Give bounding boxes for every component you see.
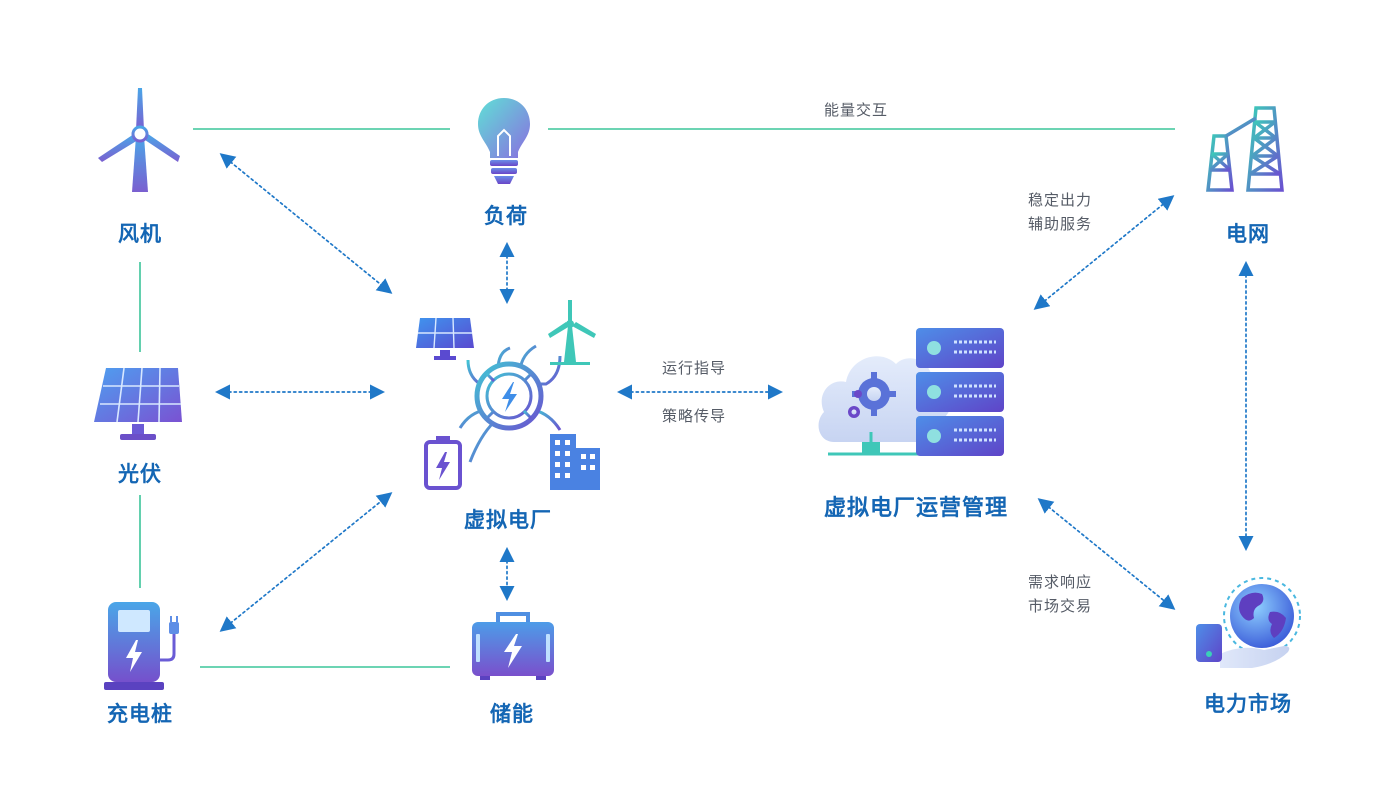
ops-link-note-top: 运行指导 — [662, 359, 727, 377]
vpp-operations-server-icon — [818, 328, 1004, 456]
grid-services-note: 稳定出力 辅助服务 — [1028, 188, 1092, 236]
solar-label: 光伏 — [118, 462, 162, 486]
light-bulb-icon — [478, 98, 530, 184]
energy-exchange-note: 能量交互 — [824, 101, 889, 119]
vpp-label: 虚拟电厂 — [464, 508, 552, 532]
dotted-links — [214, 153, 1254, 632]
wind-vpp-arrow — [219, 153, 393, 294]
market-services-line-2: 市场交易 — [1028, 597, 1093, 615]
wind-turbine-icon — [98, 88, 180, 192]
ops-link-note-bottom: 策略传导 — [662, 407, 727, 425]
grid-label: 电网 — [1226, 222, 1270, 246]
market-services-line-1: 需求响应 — [1028, 573, 1093, 591]
load-label: 负荷 — [484, 204, 528, 228]
grid-services-line-2: 辅助服务 — [1028, 215, 1093, 233]
market-label: 电力市场 — [1204, 692, 1292, 716]
grid-services-line-1: 稳定出力 — [1028, 191, 1093, 209]
market-services-note: 需求响应 市场交易 — [1028, 570, 1092, 618]
charger-vpp-arrow — [219, 492, 393, 632]
globe-in-hand-icon — [1196, 577, 1301, 668]
ops-grid-arrow — [1033, 195, 1175, 310]
battery-storage-icon — [472, 612, 554, 680]
wind-label: 风机 — [118, 222, 162, 246]
storage-label: 储能 — [490, 702, 534, 726]
vpp-operations-label: 虚拟电厂运营管理 — [823, 496, 1009, 521]
solid-links — [139, 128, 1175, 668]
ops-market-arrow — [1037, 498, 1176, 610]
power-tower-icon — [1202, 106, 1290, 192]
charging-pile-icon — [104, 602, 179, 690]
virtual-power-plant-icon — [416, 300, 600, 490]
charger-label: 充电桩 — [107, 702, 173, 726]
solar-panel-icon — [94, 367, 182, 440]
